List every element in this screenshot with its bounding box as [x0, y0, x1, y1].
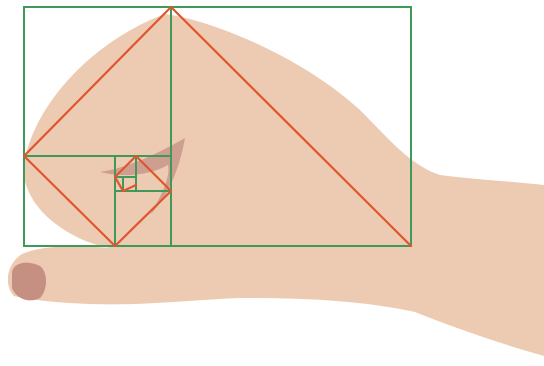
hand-illustration	[8, 14, 544, 356]
thumbnail	[12, 263, 46, 301]
hand-palm	[8, 14, 544, 356]
